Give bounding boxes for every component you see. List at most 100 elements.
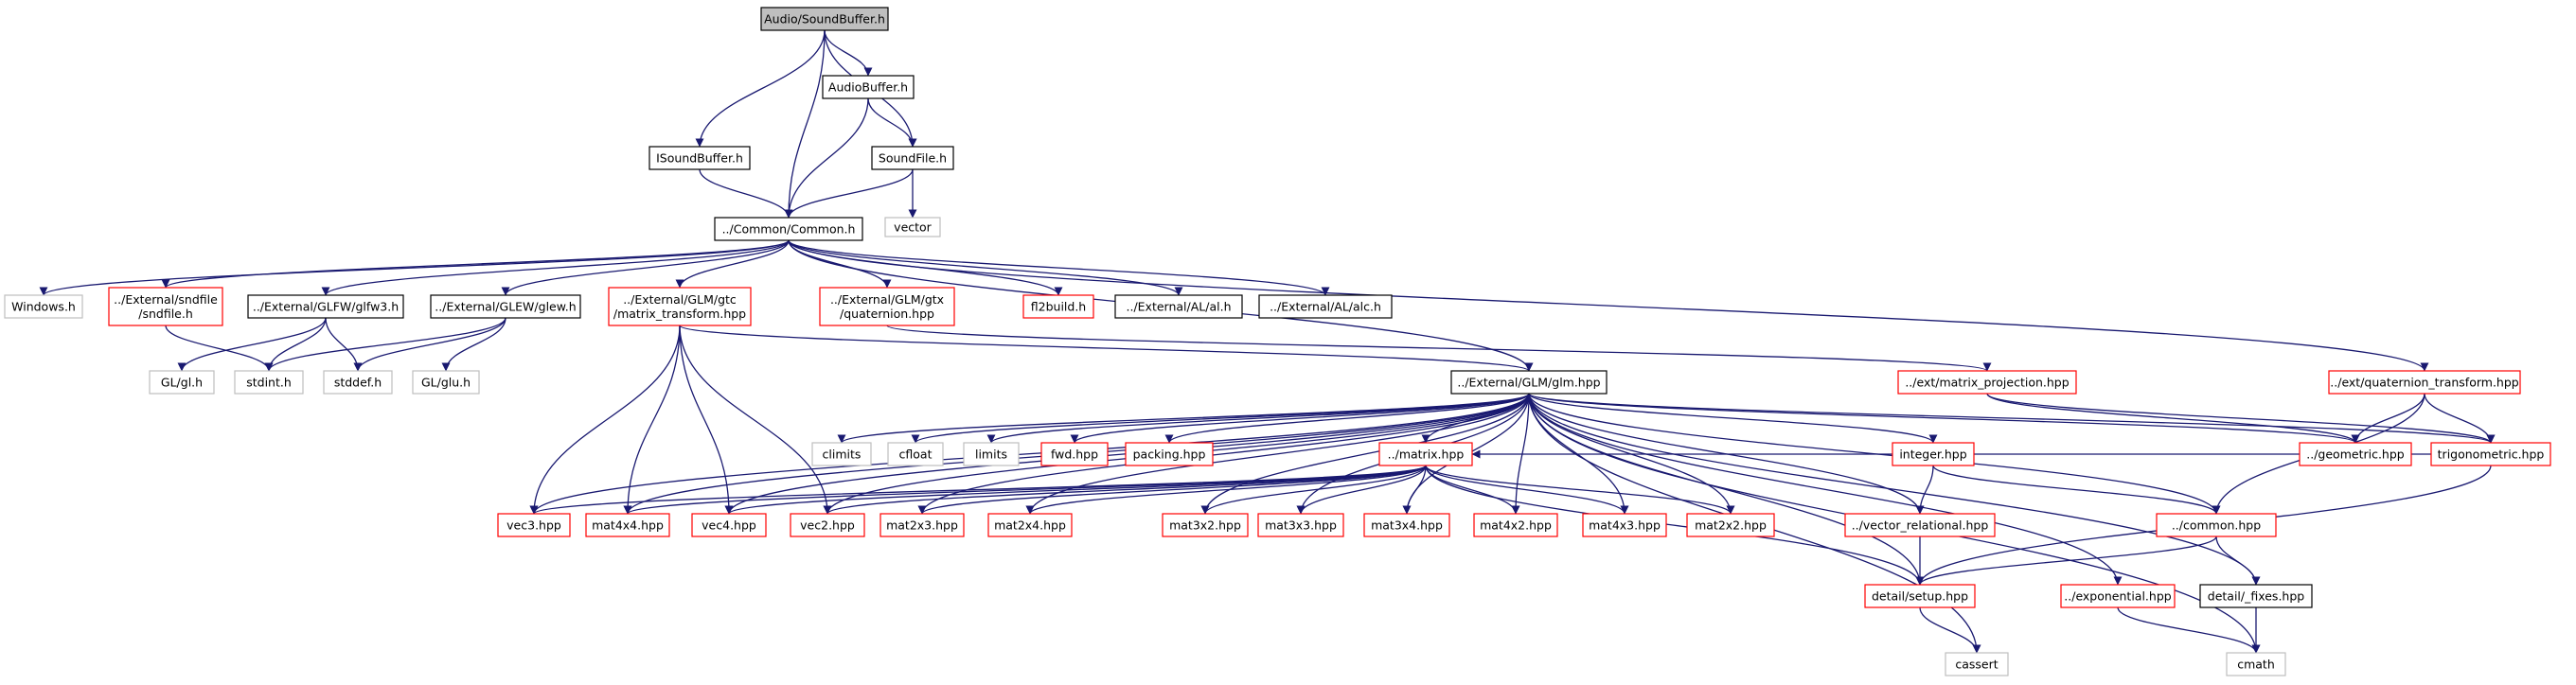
- node-packing-hpp[interactable]: packing.hpp: [1125, 442, 1214, 466]
- edge-glm-hpp-to-vec3-hpp: [529, 393, 1530, 515]
- node-mat2x2-hpp[interactable]: mat2x2.hpp: [1686, 513, 1775, 537]
- node-label-sound-file-h-0: SoundFile.h: [879, 151, 947, 166]
- edge-integer-hpp-to-common-hpp: [1932, 465, 2221, 515]
- node-box-mat2x4-hpp: [987, 513, 1073, 537]
- node-label-sndfile-h-1: /sndfile.h: [138, 307, 193, 321]
- edge-glfw3-h-to-stddef-h: [325, 317, 363, 372]
- node-mat4x2-hpp[interactable]: mat4x2.hpp: [1473, 513, 1558, 537]
- node-label-common-hpp-0: ../common.hpp: [2172, 518, 2261, 533]
- node-glu-h[interactable]: GL/glu.h: [412, 370, 480, 395]
- node-box-cfloat: [887, 442, 944, 466]
- node-exponential-hpp[interactable]: ../exponential.hpp: [2060, 584, 2176, 608]
- nodes-layer: Audio/SoundBuffer.hAudioBuffer.hISoundBu…: [4, 7, 2551, 676]
- node-box-vector: [884, 217, 941, 237]
- node-box-glew-h: [430, 294, 581, 319]
- node-mat3x3-hpp[interactable]: mat3x3.hpp: [1257, 513, 1344, 537]
- node-box-glu-h: [412, 370, 480, 395]
- node-quaternion-transform-hpp[interactable]: ../ext/quaternion_transform.hpp: [2328, 370, 2521, 395]
- node-geometric-hpp[interactable]: ../geometric.hpp: [2299, 442, 2412, 466]
- edge-glm-hpp-to-limits: [986, 393, 1530, 444]
- node-cassert[interactable]: cassert: [1945, 652, 2009, 676]
- node-vec2-hpp[interactable]: vec2.hpp: [790, 513, 865, 537]
- node-label-quaternion-hpp-1: /quaternion.hpp: [840, 307, 934, 321]
- node-matrix-projection-hpp[interactable]: ../ext/matrix_projection.hpp: [1897, 370, 2077, 395]
- node-vector-relational-hpp[interactable]: ../vector_relational.hpp: [1844, 513, 1996, 537]
- node-alc-h[interactable]: ../External/AL/alc.h: [1258, 294, 1393, 319]
- edge-common-h-to-windows-h: [39, 239, 790, 296]
- edge-common-h-to-glew-h: [501, 239, 790, 296]
- node-trigonometric-hpp[interactable]: trigonometric.hpp: [2430, 442, 2551, 466]
- node-label-windows-h-0: Windows.h: [11, 300, 76, 314]
- node-windows-h[interactable]: Windows.h: [4, 294, 83, 319]
- node-fixes-hpp[interactable]: detail/_fixes.hpp: [2199, 584, 2313, 608]
- node-vec3-hpp[interactable]: vec3.hpp: [497, 513, 571, 537]
- node-sound-file-h[interactable]: SoundFile.h: [871, 146, 954, 170]
- node-audio-buffer-h[interactable]: AudioBuffer.h: [822, 75, 915, 99]
- edge-integer-hpp-to-vector-relational-hpp: [1915, 465, 1934, 515]
- node-mat4x3-hpp[interactable]: mat4x3.hpp: [1582, 513, 1667, 537]
- node-glfw3-h[interactable]: ../External/GLFW/glfw3.h: [247, 294, 404, 319]
- node-al-h[interactable]: ../External/AL/al.h: [1114, 294, 1243, 319]
- node-common-h[interactable]: ../Common/Common.h: [714, 217, 863, 241]
- edge-matrix-hpp-to-setup-hpp: [1425, 465, 1925, 586]
- node-label-cassert-0: cassert: [1955, 658, 1998, 672]
- edge-common-hpp-to-fixes-hpp: [2215, 536, 2261, 586]
- node-mat4x4-hpp[interactable]: mat4x4.hpp: [585, 513, 670, 537]
- node-limits[interactable]: limits: [963, 442, 1020, 466]
- node-label-vec2-hpp-0: vec2.hpp: [800, 518, 855, 533]
- node-isound-buffer-h[interactable]: ISoundBuffer.h: [648, 146, 751, 170]
- edge-common-h-to-alc-h: [788, 239, 1330, 296]
- edge-matrix-projection-hpp-to-geometric-hpp: [1986, 393, 2360, 444]
- node-matrix-transform-hpp[interactable]: ../External/GLM/gtc/matrix_transform.hpp: [608, 287, 752, 326]
- node-glew-h[interactable]: ../External/GLEW/glew.h: [430, 294, 581, 319]
- node-climits[interactable]: climits: [811, 442, 872, 466]
- node-vec4-hpp[interactable]: vec4.hpp: [691, 513, 767, 537]
- node-mat2x3-hpp[interactable]: mat2x3.hpp: [879, 513, 965, 537]
- node-label-mat3x4-hpp-0: mat3x4.hpp: [1371, 518, 1443, 533]
- edge-common-h-to-quaternion-transform-hpp: [788, 239, 2429, 372]
- node-fwd-hpp[interactable]: fwd.hpp: [1040, 442, 1109, 466]
- node-cmath[interactable]: cmath: [2226, 652, 2286, 676]
- node-label-matrix-projection-hpp-0: ../ext/matrix_projection.hpp: [1905, 376, 2069, 390]
- node-box-audio-buffer-h: [822, 75, 915, 99]
- node-sound-buffer-h[interactable]: Audio/SoundBuffer.h: [760, 7, 889, 31]
- edge-matrix-hpp-to-mat2x2-hpp: [1425, 465, 1735, 515]
- edge-glm-hpp-to-trigonometric-hpp: [1528, 393, 2496, 444]
- node-setup-hpp[interactable]: detail/setup.hpp: [1864, 584, 1976, 608]
- edge-matrix-hpp-to-mat2x4-hpp: [1025, 465, 1427, 515]
- edge-matrix-transform-hpp-to-vec3-hpp: [529, 325, 681, 515]
- node-label-sndfile-h-0: ../External/sndfile: [114, 292, 218, 307]
- node-box-mat4x3-hpp: [1582, 513, 1667, 537]
- node-gl-h[interactable]: GL/gl.h: [149, 370, 215, 395]
- edge-sound-file-h-to-common-h: [784, 168, 914, 219]
- node-label-fixes-hpp-0: detail/_fixes.hpp: [2208, 589, 2305, 604]
- node-box-al-h: [1114, 294, 1243, 319]
- edge-glm-hpp-to-mat3x2-hpp: [1200, 393, 1530, 515]
- node-label-mat3x3-hpp-0: mat3x3.hpp: [1265, 518, 1337, 533]
- edge-common-h-to-sndfile-h: [161, 239, 790, 289]
- node-label-matrix-hpp-0: ../matrix.hpp: [1388, 448, 1465, 462]
- node-stdint-h[interactable]: stdint.h: [234, 370, 304, 395]
- node-vector[interactable]: vector: [884, 217, 941, 237]
- node-stddef-h[interactable]: stddef.h: [323, 370, 393, 395]
- node-sndfile-h[interactable]: ../External/sndfile/sndfile.h: [108, 287, 223, 326]
- node-integer-hpp[interactable]: integer.hpp: [1892, 442, 1975, 466]
- node-label-common-h-0: ../Common/Common.h: [722, 222, 856, 237]
- node-label-matrix-transform-hpp-0: ../External/GLM/gtc: [623, 292, 737, 307]
- edge-audio-buffer-h-to-sound-file-h: [867, 97, 917, 148]
- node-matrix-hpp[interactable]: ../matrix.hpp: [1378, 442, 1473, 466]
- node-box-vec2-hpp: [790, 513, 865, 537]
- node-common-hpp[interactable]: ../common.hpp: [2156, 513, 2277, 537]
- node-box-quaternion-hpp: [819, 287, 955, 326]
- node-quaternion-hpp[interactable]: ../External/GLM/gtx/quaternion.hpp: [819, 287, 955, 326]
- node-glm-hpp[interactable]: ../External/GLM/glm.hpp: [1450, 370, 1608, 395]
- node-mat3x2-hpp[interactable]: mat3x2.hpp: [1162, 513, 1249, 537]
- edge-matrix-hpp-to-vec4-hpp: [724, 465, 1427, 515]
- node-box-sound-buffer-h: [760, 7, 889, 31]
- node-fl2build-h[interactable]: fl2build.h: [1022, 294, 1094, 319]
- node-mat2x4-hpp[interactable]: mat2x4.hpp: [987, 513, 1073, 537]
- node-cfloat[interactable]: cfloat: [887, 442, 944, 466]
- node-label-glu-h-0: GL/glu.h: [421, 376, 471, 390]
- node-mat3x4-hpp[interactable]: mat3x4.hpp: [1363, 513, 1450, 537]
